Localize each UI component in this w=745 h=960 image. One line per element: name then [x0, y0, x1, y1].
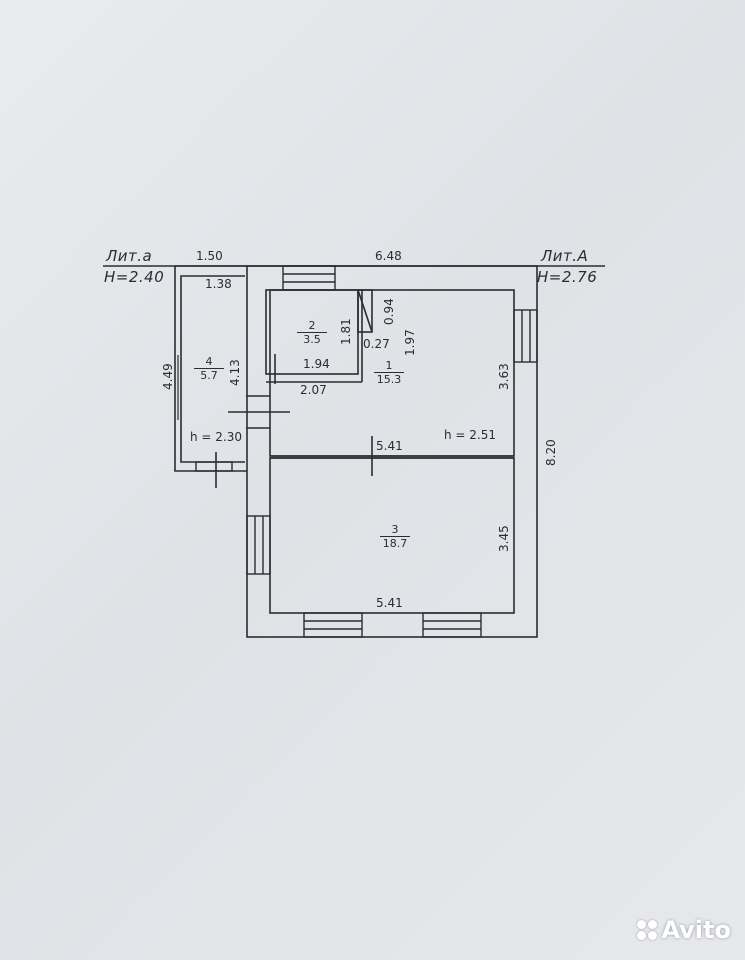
dim-closet-depth: 0.27 — [363, 337, 390, 351]
dim-room-2-height: 1.81 — [339, 318, 353, 345]
window-top — [282, 265, 336, 291]
ceiling-annex-label: h = 2.30 — [190, 430, 243, 444]
room-1-area: 15.3 — [374, 372, 404, 386]
window-left — [246, 515, 271, 575]
dim-annex-height: 4.49 — [161, 363, 175, 390]
window-right — [513, 309, 538, 363]
dim-room-1-inner-width-b: 2.07 — [300, 383, 327, 397]
dim-top-main: 6.48 — [375, 249, 402, 263]
lit-left-label: Лит.a — [106, 247, 153, 265]
room-3-number: 3 — [391, 523, 399, 536]
dim-room-1-height: 3.63 — [497, 363, 511, 390]
room-2-number: 2 — [308, 319, 316, 332]
closet-diagonal — [357, 289, 373, 333]
closet-walls — [357, 289, 373, 333]
dim-closet-height: 1.97 — [403, 329, 417, 356]
room-4-number: 4 — [205, 355, 213, 368]
avito-logo-icon — [637, 920, 658, 940]
room-1-number: 1 — [385, 359, 393, 372]
avito-watermark-text: Avito — [661, 916, 731, 944]
height-left-label: H=2.40 — [104, 268, 165, 286]
window-annex — [195, 461, 233, 472]
dim-main-height: 8.20 — [544, 439, 558, 466]
dim-top-annex: 1.50 — [196, 249, 223, 263]
dim-annex-inner-top: 1.38 — [205, 277, 232, 291]
main-outer-wall — [246, 265, 538, 638]
room-4-area: 5.7 — [194, 368, 224, 382]
dim-annex-inner-height: 4.13 — [228, 359, 242, 386]
dim-room-1-inner-width: 1.94 — [303, 357, 330, 371]
height-right-label: H=2.76 — [537, 268, 598, 286]
ceiling-main-label: h = 2.51 — [444, 428, 497, 442]
dim-room-3-width: 5.41 — [376, 596, 403, 610]
avito-watermark: Avito — [637, 916, 731, 944]
room-3-area: 18.7 — [380, 536, 410, 550]
window-bottom-1 — [303, 612, 363, 638]
dim-room-1-width: 5.41 — [376, 439, 403, 453]
lit-right-label: Лит.A — [541, 247, 589, 265]
window-bottom-2 — [422, 612, 482, 638]
dim-closet-width: 0.94 — [382, 298, 396, 325]
room-2-area: 3.5 — [297, 332, 327, 346]
dim-room-3-height: 3.45 — [497, 525, 511, 552]
